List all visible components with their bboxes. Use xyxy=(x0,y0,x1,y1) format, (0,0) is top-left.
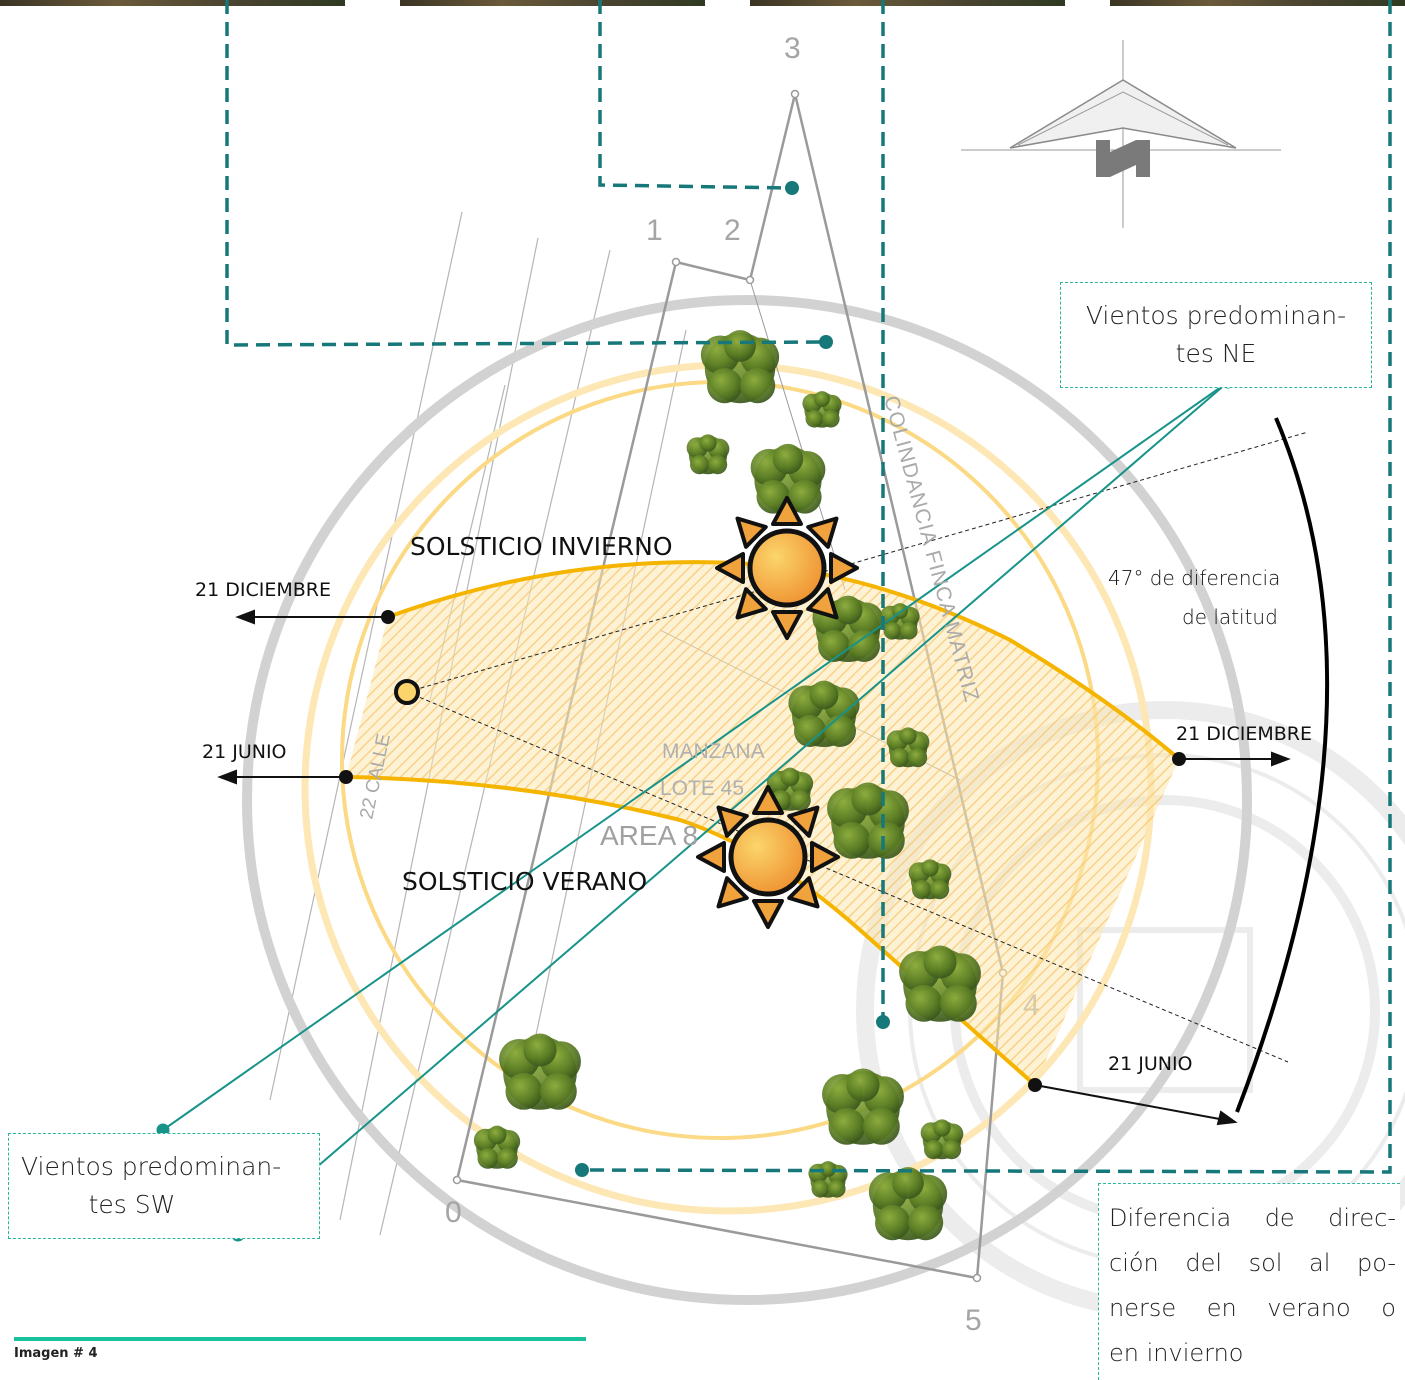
tree-icon xyxy=(899,945,981,1022)
trees xyxy=(473,330,981,1241)
tree-icon xyxy=(700,330,780,404)
tree-icon xyxy=(827,782,909,859)
latitude-difference-line1: 47° de diferencia xyxy=(1108,566,1280,590)
vertex-label-2: 2 xyxy=(724,214,741,247)
tree-icon xyxy=(788,680,860,747)
tree-icon xyxy=(499,1033,581,1110)
tree-icon xyxy=(802,391,842,428)
december-left-label: 21 DICIEMBRE xyxy=(195,579,331,601)
sun-angle-lines xyxy=(406,431,1309,1063)
direction-arrows xyxy=(217,609,1291,1126)
december-right-label: 21 DICIEMBRE xyxy=(1176,723,1312,745)
tree-icon xyxy=(750,443,826,514)
callout-dots xyxy=(575,181,890,1177)
wind-lines xyxy=(162,381,1229,1236)
note-line2: ción del sol al po- xyxy=(1109,1249,1396,1277)
wind-ne-line1: Vientos predominan- xyxy=(1085,301,1347,330)
june-left-label: 21 JUNIO xyxy=(202,741,287,763)
lot-number-label: LOTE 45 xyxy=(660,777,744,800)
sun-icon-summer xyxy=(696,785,840,929)
wind-sw-line1: Vientos predominan- xyxy=(21,1152,282,1181)
latitude-difference-bracket xyxy=(1235,417,1330,1113)
june-right-label: 21 JUNIO xyxy=(1108,1053,1193,1075)
wind-sw-line2: tes SW xyxy=(88,1190,176,1219)
caption-divider xyxy=(14,1337,586,1341)
note-line4: en invierno xyxy=(1109,1339,1244,1367)
sun-icon-winter xyxy=(715,496,859,640)
wind-ne-box: Vientos predominan- tes NE xyxy=(1060,282,1372,388)
tree-icon xyxy=(808,1161,848,1198)
wind-ne-line2: tes NE xyxy=(1175,339,1257,368)
tree-icon xyxy=(473,1125,521,1169)
winter-solstice-label: SOLSTICIO INVIERNO xyxy=(410,532,673,561)
block-label: MANZANA xyxy=(662,740,765,763)
observer-point xyxy=(394,679,420,705)
top-photo-strip-4 xyxy=(1110,0,1405,6)
image-caption: Imagen # 4 xyxy=(14,1346,98,1361)
tree-icon xyxy=(686,434,730,475)
note-line1: Diferencia de direc- xyxy=(1109,1204,1396,1232)
top-photo-strip-1 xyxy=(0,0,345,6)
tree-icon xyxy=(868,1167,948,1241)
wind-sw-box: Vientos predominan- tes SW xyxy=(8,1133,320,1239)
latitude-difference-line2: de latitud xyxy=(1182,605,1278,629)
arrow-origin-dots xyxy=(339,610,1186,1092)
vertex-label-0: 0 xyxy=(445,1196,462,1229)
vertex-label-1: 1 xyxy=(646,214,663,247)
area-label: AREA 8 xyxy=(600,820,698,851)
north-arrow-icon xyxy=(961,40,1281,228)
top-photo-strip-2 xyxy=(400,0,705,6)
vertex-label-5: 5 xyxy=(965,1304,982,1337)
tree-icon xyxy=(886,727,930,768)
summer-solstice-label: SOLSTICIO VERANO xyxy=(402,867,647,896)
tree-icon xyxy=(766,767,814,811)
top-photo-strip-3 xyxy=(750,0,1065,6)
tree-icon xyxy=(822,1068,904,1145)
sun-direction-note-box: Diferencia de direc- ción del sol al po-… xyxy=(1098,1183,1400,1380)
vertex-label-3: 3 xyxy=(784,32,801,65)
site-circle-outer xyxy=(242,295,1252,1305)
tree-icon xyxy=(920,1119,964,1160)
callout-leaders xyxy=(225,0,1392,1174)
note-line3: nerse en verano o xyxy=(1109,1294,1396,1322)
tree-icon xyxy=(908,859,952,900)
